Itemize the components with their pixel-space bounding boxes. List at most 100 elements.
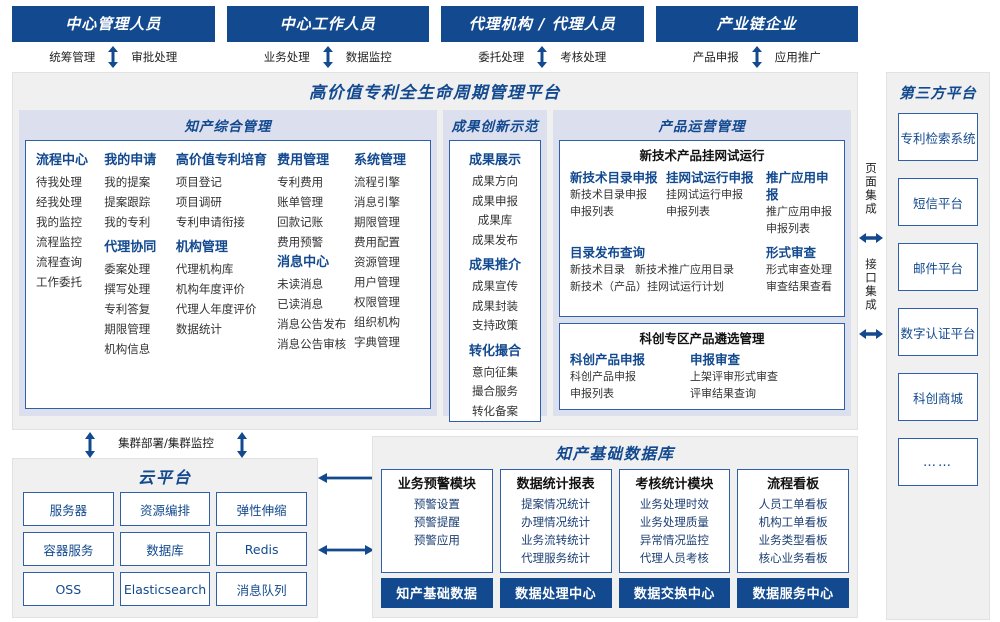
- menu-item[interactable]: 字典管理: [354, 335, 401, 349]
- menu-item[interactable]: 组织机构: [354, 315, 401, 329]
- menu-group-head[interactable]: 成果推介: [468, 258, 521, 273]
- menu-item[interactable]: 我的监控: [36, 215, 82, 229]
- database-footer[interactable]: 知产基础数据: [381, 578, 493, 608]
- database-footer[interactable]: 数据服务中心: [737, 578, 849, 608]
- menu-item[interactable]: 支持政策: [472, 318, 518, 332]
- database-item[interactable]: 业务处理时效: [639, 497, 709, 511]
- menu-group-head[interactable]: 高价值专利培育: [175, 153, 267, 168]
- menu-item[interactable]: 成果封装: [472, 298, 518, 313]
- menu-item[interactable]: 新技术（产品）挂网试运行计划: [570, 280, 724, 293]
- database-item[interactable]: 办理情况统计: [521, 515, 591, 529]
- database-footer[interactable]: 数据交换中心: [618, 578, 731, 608]
- cloud-cell-5[interactable]: Redis: [216, 532, 307, 566]
- menu-item[interactable]: 委案处理: [104, 262, 151, 276]
- menu-group-head[interactable]: 形式审查: [766, 245, 817, 260]
- database-item[interactable]: 核心业务看板: [758, 551, 828, 565]
- cloud-cell-3[interactable]: 容器服务: [23, 532, 114, 566]
- menu-item[interactable]: 新技术推广应用目录: [635, 263, 734, 276]
- menu-item[interactable]: 成果宣传: [472, 279, 518, 293]
- menu-item[interactable]: 专利答复: [104, 302, 151, 316]
- menu-item[interactable]: 申报列表: [766, 222, 810, 235]
- menu-item[interactable]: 回款记账: [277, 215, 324, 229]
- menu-item[interactable]: 新技术目录申报: [570, 188, 647, 201]
- database-item[interactable]: 业务处理质量: [639, 515, 709, 529]
- menu-item[interactable]: 流程查询: [36, 255, 82, 269]
- cloud-cell-7[interactable]: Elasticsearch: [119, 572, 211, 606]
- menu-item[interactable]: 费用配置: [354, 235, 401, 249]
- menu-item[interactable]: 费用预警: [277, 235, 324, 249]
- database-item[interactable]: 机构工单看板: [758, 515, 828, 529]
- role-title-2[interactable]: 代理机构 / 代理人员: [441, 6, 644, 42]
- menu-group-head[interactable]: 费用管理: [277, 153, 330, 168]
- database-item[interactable]: 代理服务统计: [521, 551, 591, 565]
- cloud-cell-8[interactable]: 消息队列: [216, 572, 307, 606]
- role-title-1[interactable]: 中心工作人员: [226, 6, 429, 42]
- cloud-cell-6[interactable]: OSS: [23, 572, 114, 606]
- menu-item[interactable]: 用户管理: [354, 275, 401, 289]
- menu-item[interactable]: 机构信息: [104, 342, 151, 356]
- database-item[interactable]: 人员工单看板: [758, 497, 828, 511]
- menu-item[interactable]: 经我处理: [36, 195, 82, 209]
- menu-item[interactable]: 评审结果查询: [690, 387, 756, 400]
- menu-group-head[interactable]: 推广应用申报: [766, 170, 829, 202]
- menu-item[interactable]: 转化备案: [472, 403, 518, 418]
- cloud-cell-1[interactable]: 资源编排: [119, 492, 211, 526]
- database-item[interactable]: 代理人员考核: [639, 551, 709, 565]
- menu-item[interactable]: 新技术目录: [570, 263, 625, 276]
- menu-item[interactable]: 成果申报: [472, 193, 518, 208]
- database-item[interactable]: 预警应用: [413, 533, 460, 547]
- menu-item[interactable]: 成果发布: [472, 232, 518, 247]
- menu-group-head[interactable]: 我的申请: [104, 153, 157, 168]
- menu-item[interactable]: 项目调研: [175, 195, 222, 209]
- menu-group-head[interactable]: 机构管理: [175, 240, 228, 255]
- menu-item[interactable]: 消息公告审核: [277, 337, 347, 351]
- menu-item[interactable]: 流程引擎: [354, 175, 401, 189]
- third-party-item-1[interactable]: 短信平台: [898, 178, 978, 226]
- database-item[interactable]: 预警设置: [413, 497, 460, 511]
- menu-item[interactable]: 我的专利: [104, 215, 151, 229]
- cloud-cell-4[interactable]: 数据库: [119, 532, 211, 566]
- third-party-item-0[interactable]: 专利检索系统: [898, 113, 978, 161]
- menu-item[interactable]: 科创产品申报: [570, 370, 636, 383]
- database-item[interactable]: 业务类型看板: [758, 533, 828, 547]
- third-party-item-2[interactable]: 邮件平台: [898, 243, 978, 291]
- menu-item[interactable]: 申报列表: [666, 205, 710, 218]
- menu-item[interactable]: 资源管理: [354, 255, 401, 269]
- menu-item[interactable]: 数据统计: [175, 322, 222, 336]
- menu-group-head[interactable]: 成果展示: [468, 153, 521, 168]
- menu-item[interactable]: 申报列表: [570, 387, 614, 400]
- menu-item[interactable]: 账单管理: [277, 195, 324, 209]
- cloud-cell-0[interactable]: 服务器: [23, 492, 114, 526]
- menu-item[interactable]: 代理人年度评价: [175, 302, 257, 316]
- menu-item[interactable]: 代理机构库: [175, 262, 234, 276]
- menu-group-head[interactable]: 消息中心: [277, 255, 330, 270]
- menu-group-head[interactable]: 新技术目录申报: [570, 170, 658, 185]
- menu-item[interactable]: 我的提案: [104, 175, 151, 189]
- third-party-item-5[interactable]: ……: [898, 438, 978, 486]
- menu-item[interactable]: 推广应用申报: [766, 205, 832, 218]
- third-party-item-3[interactable]: 数字认证平台: [898, 308, 978, 356]
- menu-group-head[interactable]: 转化撮合: [468, 343, 521, 359]
- menu-item[interactable]: 消息引擎: [354, 195, 401, 209]
- menu-item[interactable]: 撮合服务: [472, 384, 518, 398]
- menu-item[interactable]: 权限管理: [354, 295, 401, 309]
- menu-item[interactable]: 已读消息: [277, 297, 324, 311]
- menu-group-head[interactable]: 科创产品申报: [570, 352, 646, 367]
- menu-item[interactable]: 未读消息: [277, 277, 324, 291]
- menu-item[interactable]: 消息公告发布: [277, 317, 347, 331]
- menu-item[interactable]: 工作委托: [36, 275, 82, 289]
- menu-item[interactable]: 期限管理: [104, 322, 151, 336]
- menu-item[interactable]: 形式审查处理: [766, 263, 832, 276]
- menu-item[interactable]: 挂网试运行申报: [666, 188, 743, 201]
- menu-item[interactable]: 审查结果查看: [766, 280, 832, 293]
- menu-group-head[interactable]: 系统管理: [354, 153, 407, 168]
- menu-group-head[interactable]: 申报审查: [690, 352, 741, 367]
- menu-item[interactable]: 专利费用: [277, 175, 324, 189]
- database-item[interactable]: 异常情况监控: [639, 533, 709, 547]
- menu-group-head[interactable]: 目录发布查询: [570, 245, 646, 260]
- role-title-3[interactable]: 产业链企业: [655, 6, 858, 42]
- cloud-cell-2[interactable]: 弹性伸缩: [216, 492, 307, 526]
- menu-item[interactable]: 流程监控: [36, 235, 82, 249]
- menu-item[interactable]: 成果方向: [472, 174, 518, 188]
- menu-item[interactable]: 撰写处理: [104, 282, 151, 296]
